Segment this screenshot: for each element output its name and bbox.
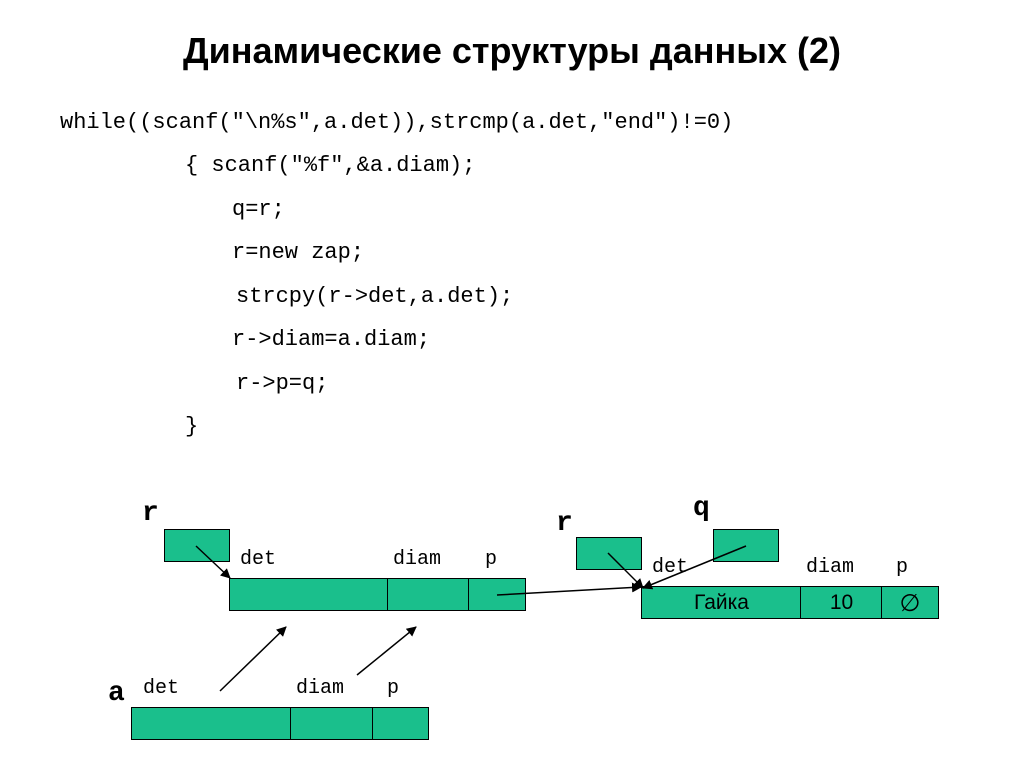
a-det-label: det xyxy=(143,677,180,700)
arrow-r-to-node1 xyxy=(195,545,231,579)
node1-diam-cell xyxy=(387,578,470,611)
a-diam-label: diam xyxy=(296,677,345,700)
a-det-cell xyxy=(131,707,292,740)
node2-p-label: p xyxy=(896,556,909,579)
a-p-label: p xyxy=(387,677,400,700)
null-pointer-symbol: ∅ xyxy=(899,590,921,617)
code-line-8: } xyxy=(185,414,199,439)
node2-det-cell xyxy=(641,586,802,619)
pointer-r2-label: r xyxy=(556,508,573,539)
node1-det-label: det xyxy=(240,548,277,571)
pointer-q-box xyxy=(713,529,779,562)
arrow-a-diam-to-node1 xyxy=(356,626,417,676)
pointer-r-box xyxy=(164,529,230,562)
node1-det-cell xyxy=(229,578,389,611)
node1-p-label: p xyxy=(485,548,498,571)
code-line-2: { scanf("%f",&a.diam); xyxy=(185,153,476,178)
node2-diam-label: diam xyxy=(806,556,855,579)
arrow-r2-to-node2 xyxy=(607,552,644,589)
pointer-r-label: r xyxy=(142,498,159,529)
code-line-7: r->p=q; xyxy=(236,371,329,396)
arrow-a-det-to-node1 xyxy=(219,626,287,692)
code-line-1: while((scanf("\n%s",a.det)),strcmp(a.det… xyxy=(60,110,734,135)
var-a-label: a xyxy=(108,678,125,709)
node1-diam-label: diam xyxy=(393,548,442,571)
arrow-node1-p-to-node2 xyxy=(496,582,642,596)
slide-title: Динамические структуры данных (2) xyxy=(182,30,842,71)
node2-diam-value: 10 xyxy=(829,591,854,614)
pointer-q-label: q xyxy=(693,493,710,524)
a-diam-cell xyxy=(290,707,374,740)
node2-det-value: Гайка xyxy=(694,591,749,614)
a-p-cell xyxy=(372,707,429,740)
arrow-q-to-node2 xyxy=(642,545,747,590)
node2-diam-cell xyxy=(800,586,883,619)
code-line-3: q=r; xyxy=(232,197,285,222)
node2-p-cell xyxy=(881,586,939,619)
code-line-4: r=new zap; xyxy=(232,240,365,265)
code-line-5: strcpy(r->det,a.det); xyxy=(236,284,514,309)
code-line-6: r->diam=a.diam; xyxy=(232,327,431,352)
